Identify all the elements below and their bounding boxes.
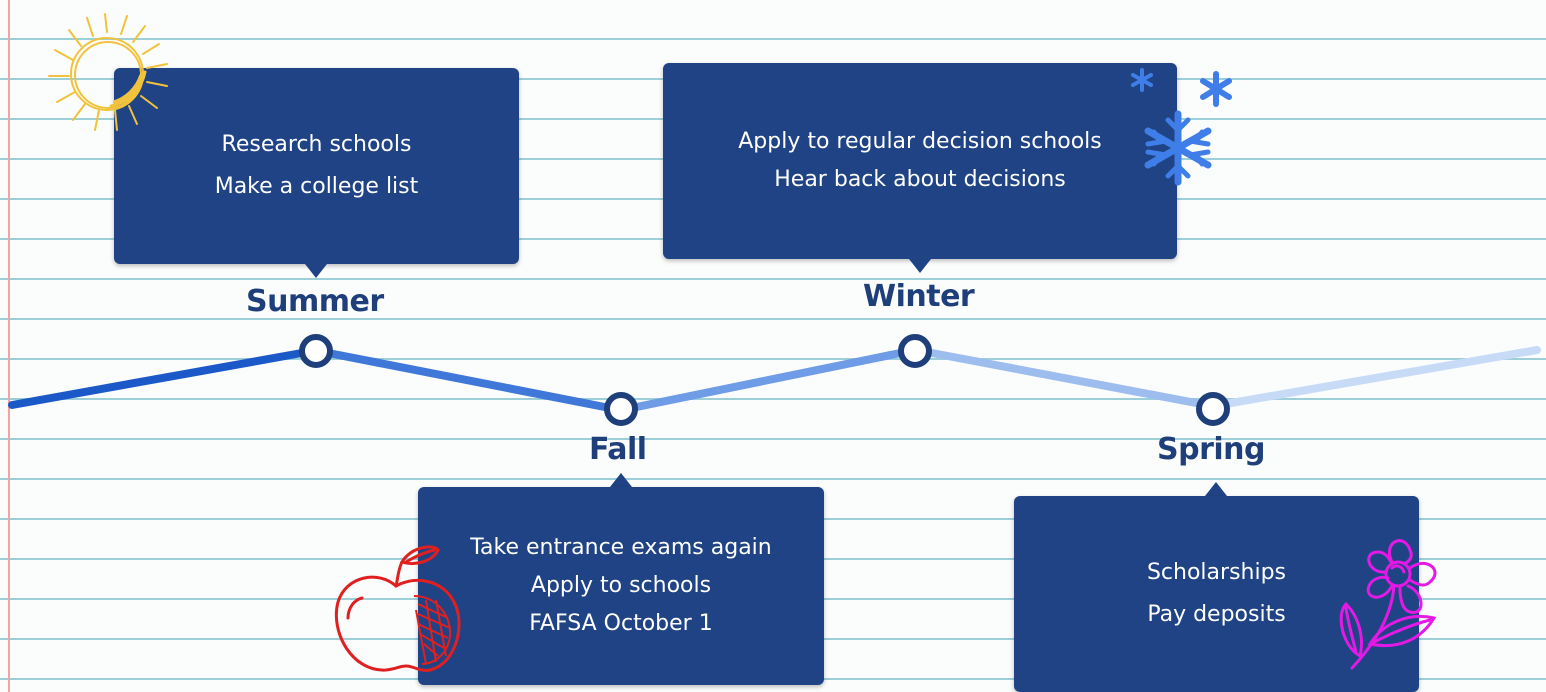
- card-item: Apply to regular decision schools: [738, 129, 1102, 154]
- card-spring: Scholarships Pay deposits: [1014, 496, 1419, 692]
- season-label-winter: Winter: [863, 279, 975, 314]
- card-pointer-spring: [1205, 482, 1227, 496]
- timeline-segment: [314, 347, 624, 414]
- season-label-summer: Summer: [246, 284, 384, 319]
- card-item: Research schools: [221, 132, 412, 157]
- timeline-segment: [912, 346, 1216, 410]
- card-item: FAFSA October 1: [529, 611, 713, 636]
- card-summer: Research schools Make a college list: [114, 68, 519, 264]
- card-fall: Take entrance exams again Apply to schoo…: [418, 487, 824, 685]
- timeline-segment: [8, 347, 317, 409]
- sun-icon: [48, 13, 168, 131]
- apple-icon: [335, 545, 461, 672]
- season-label-spring: Spring: [1157, 432, 1266, 467]
- flower-icon: [1339, 539, 1437, 670]
- notebook-margin-line: [8, 0, 10, 692]
- timeline-node-fall: [604, 392, 638, 426]
- card-winter: Apply to regular decision schools Hear b…: [663, 63, 1177, 259]
- card-pointer-summer: [305, 264, 327, 278]
- card-pointer-winter: [909, 259, 931, 273]
- card-pointer-fall: [610, 473, 632, 487]
- card-item: Pay deposits: [1147, 602, 1286, 627]
- card-item: Scholarships: [1146, 560, 1287, 585]
- card-item: Make a college list: [214, 174, 419, 199]
- card-item: Hear back about decisions: [774, 167, 1066, 192]
- card-item: Take entrance exams again: [470, 535, 772, 560]
- timeline-segment: [618, 346, 919, 414]
- timeline-node-summer: [299, 334, 333, 368]
- season-label-fall: Fall: [589, 432, 647, 467]
- timeline-segment: [1210, 346, 1541, 410]
- timeline-node-winter: [898, 334, 932, 368]
- snowflake-icon: [1131, 68, 1232, 186]
- timeline-node-spring: [1196, 392, 1230, 426]
- card-item: Apply to schools: [530, 573, 712, 598]
